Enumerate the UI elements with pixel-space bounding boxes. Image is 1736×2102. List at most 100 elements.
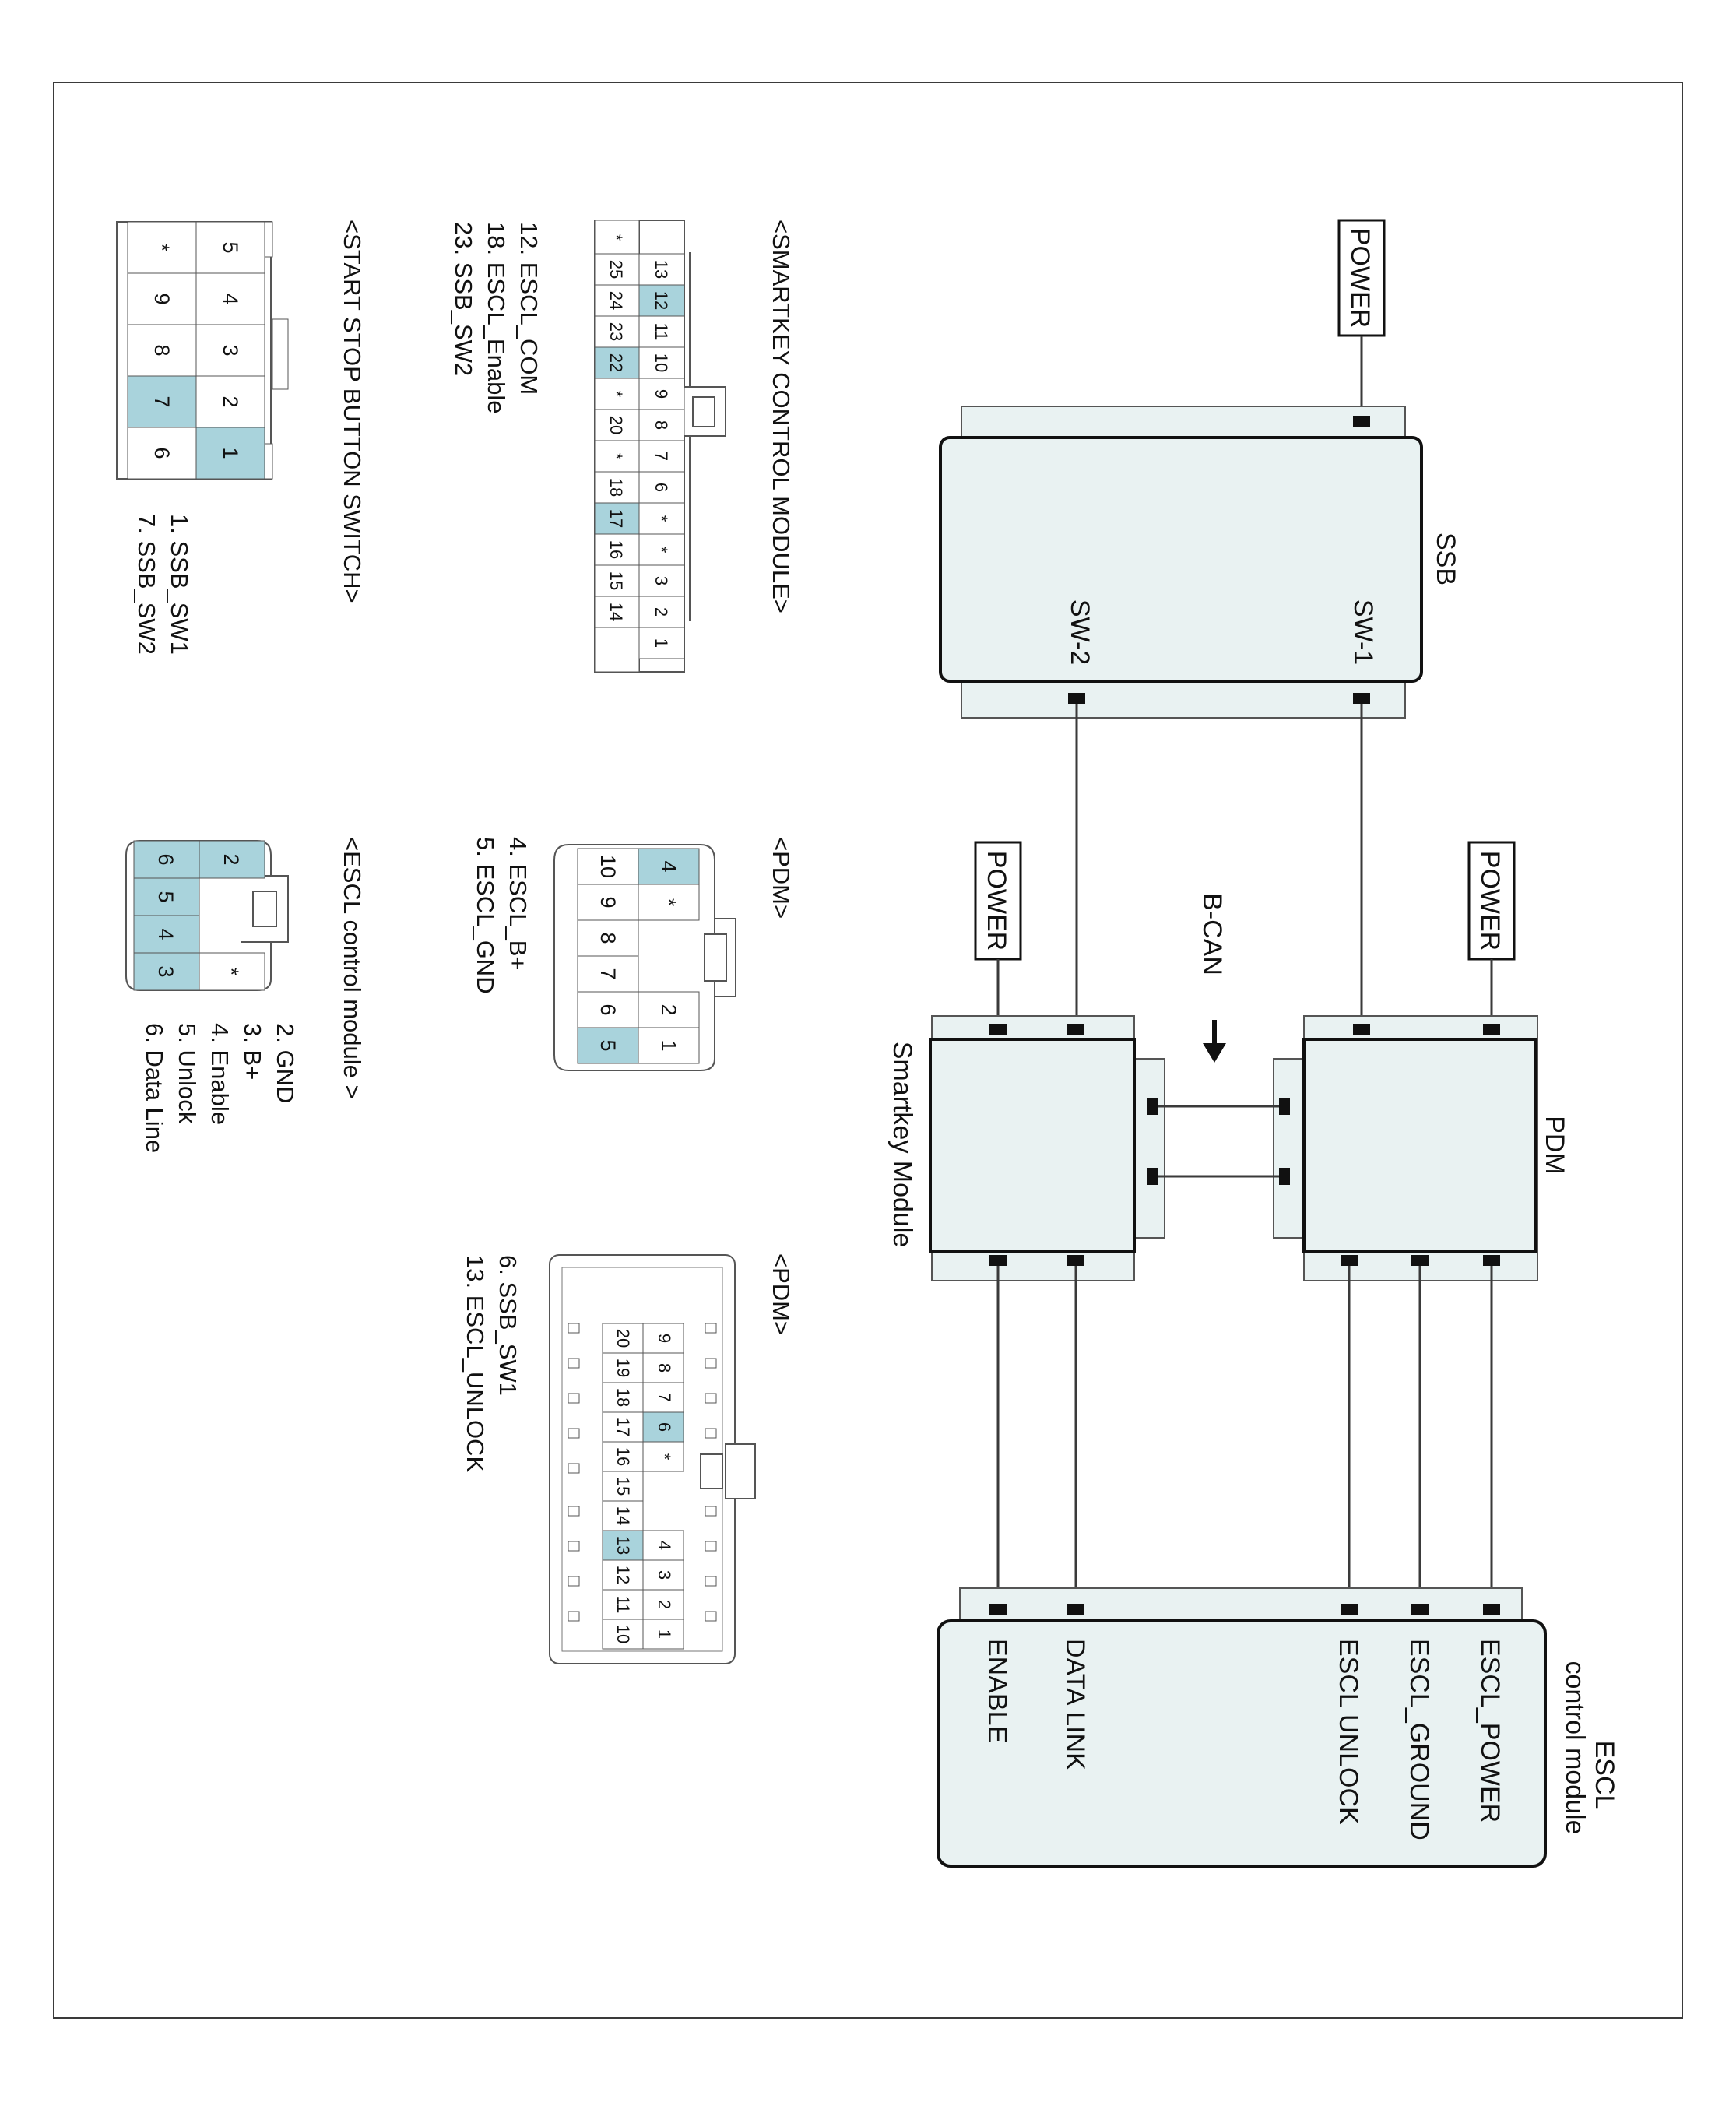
ssb-module: SSB SW-1 SW-2 (939, 406, 1460, 719)
pin-label: 10 (596, 855, 620, 878)
pin-label: 12 (652, 291, 671, 310)
bcan-label: B-CAN (1197, 893, 1227, 975)
pin-label: * (606, 453, 626, 460)
pdm-b-row-bottom: 20 19 18 17 16 15 14 13 12 11 10 (602, 1323, 644, 1650)
pin-label: 3 (219, 344, 242, 356)
pin-label: * (150, 244, 174, 252)
pdm-connector-b: <PDM> (462, 1253, 795, 1664)
pin-label: 2 (219, 395, 242, 407)
pin-label: * (606, 391, 626, 398)
pin-label: 6 (655, 1422, 674, 1432)
pin-label: 7 (596, 968, 620, 979)
pin-label: * (652, 515, 671, 522)
pin-label: 16 (606, 540, 626, 559)
escl-pin-label: ENABLE (982, 1639, 1012, 1743)
pin-label: 12 (613, 1566, 633, 1584)
pin-label: 13 (652, 260, 671, 279)
pin-label: 1 (652, 638, 671, 648)
pin-label: 4 (219, 293, 242, 304)
connector-title: <SMARTKEY CONTROL MODULE> (768, 220, 795, 613)
escl-connector: <ESCL control module > 2 * 6 5 4 3 2. GN… (125, 837, 366, 1153)
ssb-switch-connector: <START STOP BUTTON SWITCH> 5 4 3 2 1 * 9… (116, 220, 366, 655)
escl-conn-row-top: 2 * (199, 840, 265, 991)
escl-pin-label: ESCL_POWER (1475, 1639, 1505, 1823)
legend-item: 7. SSB_SW2 (133, 514, 160, 655)
pin-label: 17 (613, 1418, 633, 1436)
smartkey-row-top: 13 12 11 10 9 8 7 6 * * 3 2 1 (638, 253, 685, 659)
escl-pin-label: ESCL UNLOCK (1334, 1639, 1363, 1825)
ssb-title: SSB (1431, 533, 1460, 585)
pin-label: 6 (154, 853, 177, 865)
pin-label: 5 (596, 1039, 620, 1051)
pin-label: * (655, 1453, 674, 1461)
pin-label: 20 (606, 416, 626, 434)
legend-item: 18. ESCL_Enable (483, 222, 510, 413)
pin-label: 1 (219, 447, 242, 459)
pin-label: 16 (613, 1447, 633, 1466)
pin-label: 14 (613, 1506, 633, 1525)
smartkey-title: Smartkey Module (887, 1042, 917, 1248)
pin-label: 4 (655, 1541, 674, 1550)
legend-item: 4. Enable (206, 1023, 234, 1125)
pin-label: 18 (613, 1388, 633, 1407)
escl-conn-row-bottom: 6 5 4 3 (133, 840, 200, 991)
pdm-connector-a: <PDM> 4 * 2 1 10 9 8 7 6 5 4. E (472, 837, 795, 1071)
legend-item: 12. ESCL_COM (515, 222, 543, 395)
escl-pin-label: DATA LINK (1060, 1639, 1090, 1770)
pin-label: 10 (652, 353, 671, 372)
svg-text:POWER: POWER (1475, 851, 1505, 951)
terminal (1353, 693, 1370, 704)
pin-label: * (652, 547, 671, 554)
pin-label: 8 (150, 344, 174, 356)
pin-label: 2 (657, 1004, 680, 1015)
legend-item: 5. ESCL_GND (472, 837, 499, 994)
pin-label: 3 (655, 1570, 674, 1580)
pin-label: 14 (606, 603, 626, 621)
connector-title: <ESCL control module > (339, 837, 366, 1099)
pin-label: 2 (652, 607, 671, 617)
pin-label: 23 (606, 322, 626, 341)
pdm-a-row-bottom: 10 9 8 7 6 5 (577, 848, 639, 1064)
legend-item: 2. GND (272, 1023, 299, 1103)
pdm-b-row-top: 9 8 7 6 * 4 3 2 1 (642, 1323, 684, 1650)
pin-label: 15 (613, 1477, 633, 1496)
pin-label: 7 (652, 452, 671, 461)
pin-label: 8 (652, 420, 671, 430)
pin-label: 13 (613, 1536, 633, 1555)
pin-label: 5 (219, 241, 242, 253)
connector-title: <PDM> (768, 1253, 795, 1335)
pdm-title: PDM (1540, 1116, 1569, 1175)
legend-item: 6. SSB_SW1 (494, 1255, 522, 1396)
pin-label: * (657, 898, 680, 907)
pin-label: 8 (596, 932, 620, 944)
legend-item: 5. Unlock (174, 1023, 201, 1124)
pin-label: 11 (652, 323, 671, 341)
legend-item: 4. ESCL_B+ (504, 837, 532, 970)
pin-label: 25 (606, 260, 626, 279)
pin-label: * (606, 234, 626, 241)
power-box-smartkey: POWER (974, 841, 1022, 961)
pin-label: 3 (652, 576, 671, 585)
pin-label: 22 (606, 353, 626, 372)
legend-item: 23. SSB_SW2 (450, 222, 477, 376)
diagram-frame (53, 82, 1683, 2019)
pin-label: 7 (655, 1393, 674, 1402)
escl-pin-label: ESCL_GROUND (1404, 1639, 1434, 1840)
escl-module: ESCL control module ESCL_POWER ESCL_GROU… (937, 1587, 1619, 1868)
pin-label: 9 (150, 293, 174, 304)
pin-label: 11 (613, 1596, 633, 1614)
pin-label: 9 (655, 1334, 674, 1343)
pin-label: 2 (220, 853, 243, 865)
smartkey-connector: <SMARTKEY CONTROL MODULE> 13 12 11 10 (450, 220, 795, 673)
pin-label: 6 (150, 447, 174, 459)
ssb-row-top: 5 4 3 2 1 (195, 221, 265, 480)
pdm-a-row-top: 4 * 2 1 (638, 848, 700, 1064)
pin-label: 20 (613, 1329, 633, 1348)
ssb-row-bottom: * 9 8 7 6 (127, 221, 197, 480)
svg-text:POWER: POWER (982, 851, 1011, 951)
ssb-sw1-label: SW-1 (1348, 599, 1378, 665)
pin-label: 1 (655, 1629, 674, 1639)
connector-title: <PDM> (768, 837, 795, 919)
legend-item: 3. B+ (239, 1023, 266, 1080)
pin-label: 6 (652, 483, 671, 492)
